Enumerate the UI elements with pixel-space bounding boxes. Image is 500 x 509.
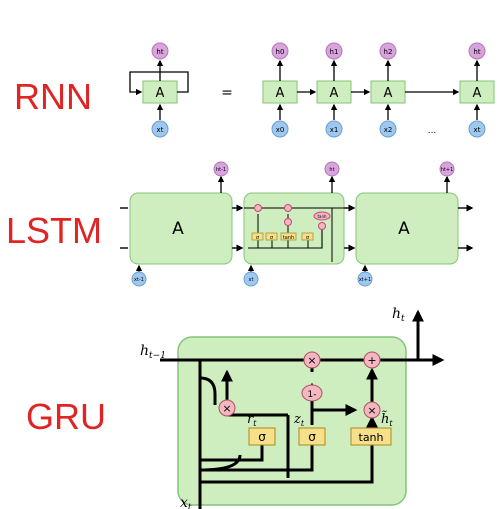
gru-h-out-label: ht (392, 306, 405, 324)
rnn-x2-node (379, 120, 397, 138)
rnn-title: RNN (14, 76, 92, 117)
gru-z-label: zt (293, 412, 305, 428)
rnn-folded-x-node (151, 120, 169, 138)
rnn-h1-node (325, 42, 343, 60)
svg-text:xt+1: xt+1 (359, 277, 371, 283)
svg-text:xt: xt (474, 126, 481, 134)
rnn-h0-node (271, 42, 289, 60)
svg-text:×: × (367, 404, 376, 417)
lstm-x-prev-node (131, 271, 147, 287)
lstm-cell-middle (243, 192, 345, 265)
svg-text:h0: h0 (276, 48, 285, 56)
svg-text:xt: xt (157, 126, 164, 134)
lstm-diagram: A A tanh σ σ (120, 161, 474, 287)
rnn-x0-node (271, 120, 289, 138)
gru-r-label: rt (247, 412, 257, 428)
svg-text:tanh: tanh (283, 235, 294, 241)
svg-text:h1: h1 (330, 48, 339, 56)
gru-diagram: × × + × 1- σ σ tanh ht ht−1 xt rt zt h̃t (140, 306, 445, 509)
svg-text:xt-1: xt-1 (134, 277, 144, 283)
lstm-x-next-node (357, 271, 373, 287)
rnn-ht-node (468, 42, 486, 60)
svg-text:1-: 1- (308, 390, 317, 400)
svg-text:+: + (367, 354, 376, 367)
svg-text:tanh: tanh (359, 431, 384, 444)
svg-text:x1: x1 (330, 126, 339, 134)
svg-text:h2: h2 (384, 48, 393, 56)
svg-text:σ: σ (270, 235, 274, 241)
svg-text:ht: ht (473, 48, 480, 56)
lstm-h-node (324, 161, 340, 177)
svg-text:x0: x0 (276, 126, 285, 134)
gru-add-op (363, 351, 381, 369)
svg-text:A: A (384, 86, 393, 101)
svg-text:×: × (307, 354, 316, 367)
svg-text:σ: σ (308, 430, 316, 444)
gru-x-in-label: xt (180, 495, 192, 509)
svg-text:A: A (276, 86, 285, 101)
rnn-h2-node (379, 42, 397, 60)
svg-text:ht: ht (156, 48, 163, 56)
lstm-cell-left (129, 192, 233, 265)
lstm-h-prev-node (213, 161, 229, 177)
lstm-title: LSTM (6, 210, 103, 251)
gru-reset-mult-op (218, 399, 236, 417)
svg-text:tanh: tanh (317, 214, 327, 219)
svg-text:x2: x2 (384, 126, 393, 134)
svg-text:×: × (222, 402, 231, 415)
svg-text:xt: xt (249, 277, 254, 283)
rnn-x1-node (325, 120, 343, 138)
svg-text:σ: σ (306, 235, 310, 241)
rnn-folded-h-node (151, 42, 169, 60)
svg-text:A: A (330, 86, 339, 101)
rnn-ellipsis: ... (428, 126, 437, 136)
lstm-gates: σ σ tanh σ (251, 232, 314, 241)
gru-title: GRU (26, 396, 106, 437)
svg-text:ht: ht (329, 167, 334, 173)
gru-one-minus-op (301, 384, 323, 402)
svg-text:A: A (398, 219, 410, 239)
svg-text:σ: σ (258, 430, 266, 444)
gru-h-in-label: ht−1 (140, 343, 166, 361)
rnn-folded-label: A (156, 86, 165, 101)
svg-text:A: A (473, 86, 482, 101)
rnn-unrolled: A A A A h0 h1 h2 ht (262, 42, 495, 138)
lstm-cell-right (355, 192, 459, 265)
svg-text:σ: σ (256, 235, 260, 241)
rnn-xt-node (468, 120, 486, 138)
lstm-x-node (243, 271, 259, 287)
gru-candidate-mult-op (363, 401, 381, 419)
gru-h-tilde-label: h̃t (381, 410, 393, 428)
gru-gates: σ σ tanh (248, 427, 392, 446)
rnn-folded-cell: A ht xt (129, 42, 189, 138)
gru-update-mult-op (303, 351, 321, 369)
svg-text:ht-1: ht-1 (216, 167, 226, 173)
lstm-h-next-node (439, 161, 455, 177)
rnn-diagram: A ht xt = A A A A (129, 42, 495, 138)
svg-text:A: A (172, 219, 184, 239)
svg-text:ht+1: ht+1 (441, 167, 454, 173)
rnn-equals: = (221, 85, 233, 101)
